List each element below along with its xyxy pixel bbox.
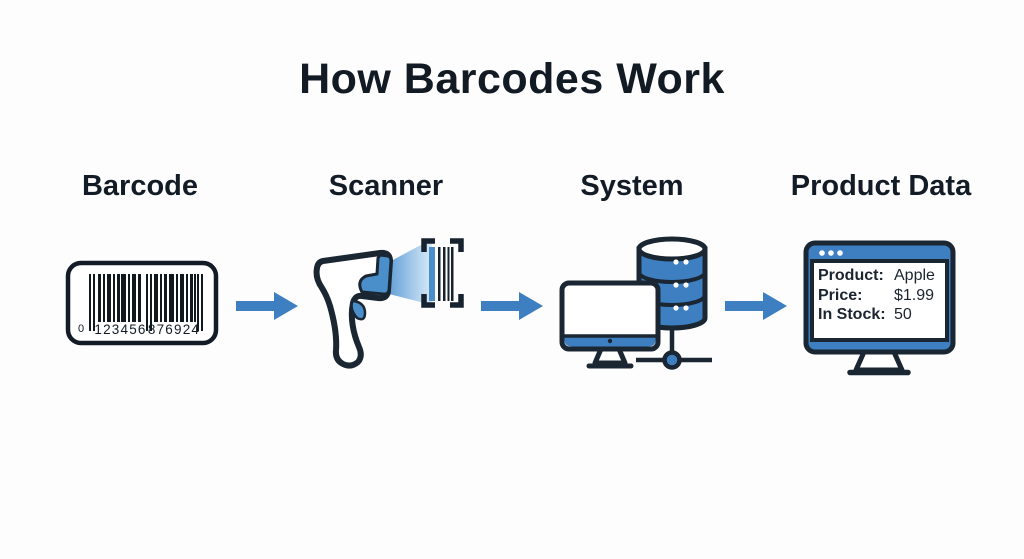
svg-text:123456: 123456: [94, 322, 146, 337]
network-node-icon: [636, 328, 712, 370]
flow-arrow-icon: [481, 292, 543, 320]
monitor-product-data-icon: [803, 240, 956, 376]
svg-text:876924: 876924: [148, 322, 200, 337]
product-row-label: In Stock:: [818, 306, 886, 323]
product-row: In Stock: 50: [818, 305, 946, 325]
flow-arrow-icon: [236, 292, 298, 320]
scanner-gun: [313, 249, 393, 369]
computer-with-database-icon: [559, 236, 712, 370]
scanned-barcode: [429, 247, 454, 301]
scan-beam: [389, 239, 432, 305]
stage-label-scanner: Scanner: [328, 170, 444, 202]
product-data-screen: Product: Apple Price: $1.99 In Stock: 50: [818, 266, 946, 325]
product-row-value: Apple: [894, 267, 935, 284]
corner-brackets-icon: [421, 238, 464, 308]
flow-arrow-icon: [725, 292, 787, 320]
window-control-dots-icon: [819, 250, 843, 256]
stage-label-system: System: [580, 170, 684, 202]
product-row-value: $1.99: [894, 286, 935, 304]
desktop-monitor-icon: [559, 280, 661, 369]
barcode-scanner-icon: [313, 238, 464, 369]
monitor-stand: [847, 349, 911, 376]
product-row-value: 50: [894, 306, 912, 323]
diagram-title: How Barcodes Work: [299, 55, 725, 103]
barcode-digits: 0 123456 876924: [78, 322, 200, 337]
barcode-label-icon: 0 123456 876924: [65, 260, 219, 346]
barcode-bars: [89, 274, 203, 331]
product-row-label: Price:: [818, 286, 863, 304]
product-row: Price: $1.99: [818, 286, 946, 306]
product-row-label: Product:: [818, 267, 884, 284]
stage-label-barcode: Barcode: [81, 170, 199, 202]
svg-text:0: 0: [78, 323, 84, 335]
stage-label-product-data: Product Data: [790, 170, 972, 202]
product-row: Product: Apple: [818, 266, 946, 286]
